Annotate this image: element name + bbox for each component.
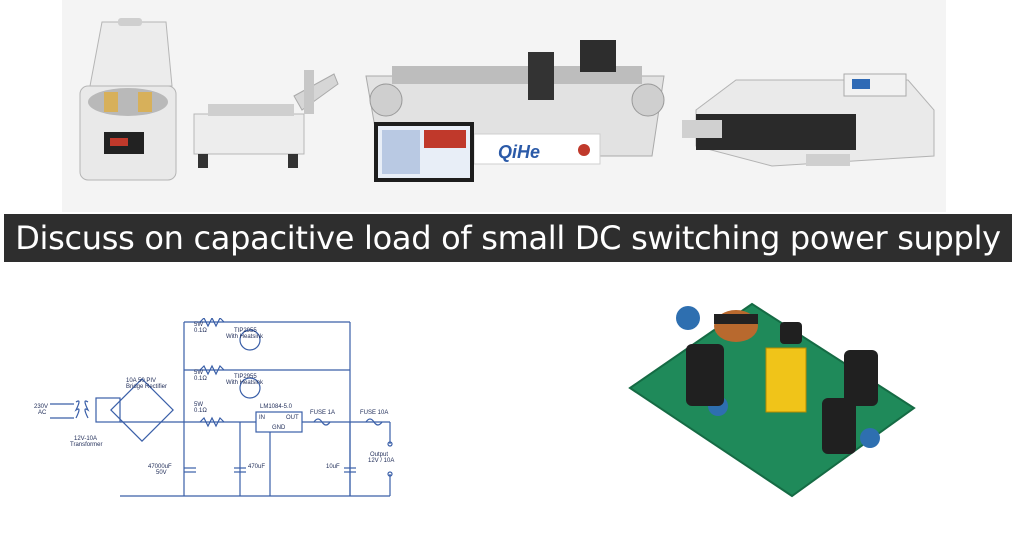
power-supply-schematic: 5W 0.1Ω TIP2955 With Heatsink 5W 0.1Ω TI… [34,318,394,497]
label-c1: 47000uF [148,464,172,470]
label-r2: 5W [194,370,203,376]
brand-logo: QiHe [498,142,540,162]
label-fuse2: FUSE 10A [360,410,388,416]
label-bridge-type: Bridge Rectifier [126,384,167,390]
label-regulator: LM1084-5.0 [260,404,293,410]
label-q2-heatsink: With Heatsink [226,380,264,386]
label-reg-gnd: GND [272,425,286,431]
pick-and-place-machine-image: QiHe [365,40,665,182]
label-ac: AC [38,410,47,416]
label-c3: 10uF [326,464,340,470]
label-ac-voltage: 230V [34,404,48,410]
label-q2: TIP2955 [234,374,257,380]
label-c2: 470uF [248,464,265,470]
label-fuse1: FUSE 1A [310,410,335,416]
power-supply-pcb-image [628,302,916,498]
label-bridge: 10A 50 PIV [126,378,156,384]
label-reg-out: OUT [286,415,299,421]
label-r1: 5W [194,322,203,328]
label-c1-voltage: 50V [156,470,167,476]
reflow-oven-image [682,73,935,167]
label-transformer: Transformer [70,442,102,448]
label-q1: TIP2955 [234,328,257,334]
solder-paste-mixer-image [79,18,177,181]
label-transformer-rating: 12V-10A [74,436,97,442]
stencil-printer-image [193,70,339,168]
page-title: Discuss on capacitive load of small DC s… [4,214,1012,262]
label-r1-value: 0.1Ω [194,328,207,334]
label-output: Output [370,452,388,458]
label-r3: 5W [194,402,203,408]
label-reg-in: IN [259,415,265,421]
label-r3-value: 0.1Ω [194,408,207,414]
label-r2-value: 0.1Ω [194,376,207,382]
label-q1-heatsink: With Heatsink [226,334,264,340]
label-output-rating: 12V / 10A [368,458,394,464]
